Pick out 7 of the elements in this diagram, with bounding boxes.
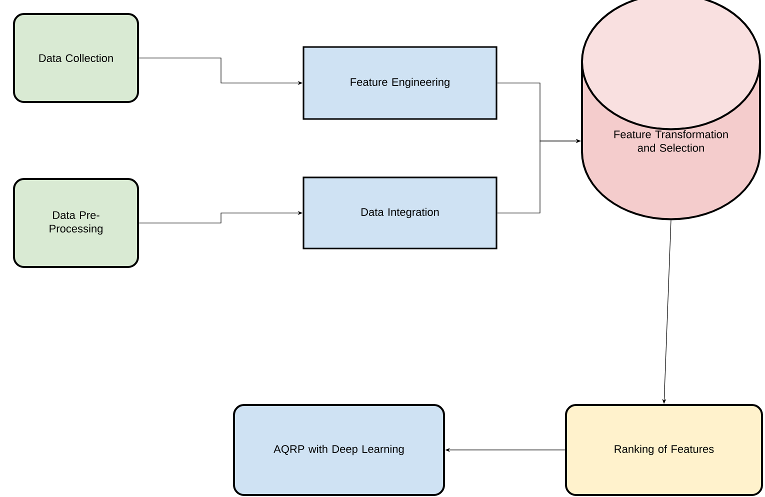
process-box: Data Collection <box>13 13 139 103</box>
process-box: Feature Engineering <box>302 46 498 120</box>
process-box: AQRP with Deep Learning <box>233 404 445 496</box>
process-box: Data Integration <box>302 176 498 250</box>
database-cylinder: Feature Transformation and Selection <box>581 0 761 220</box>
process-box: Data Pre-Processing <box>13 178 139 268</box>
process-box: Ranking of Features <box>565 404 763 496</box>
